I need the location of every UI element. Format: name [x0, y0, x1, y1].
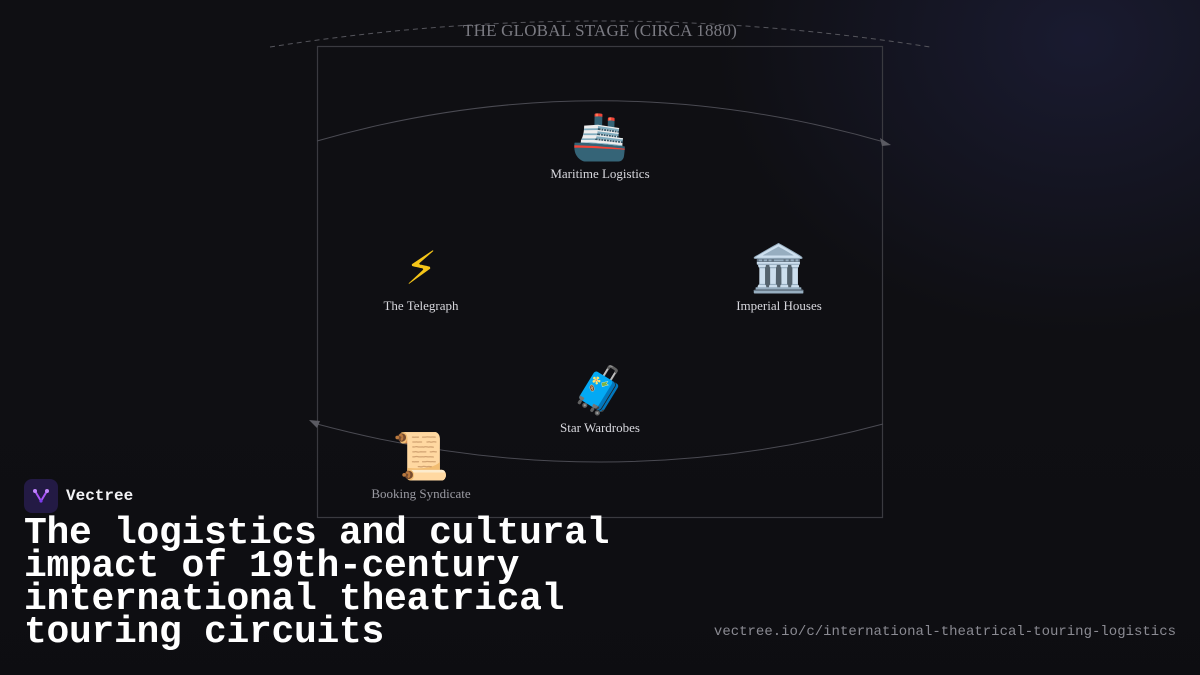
node-imperial-houses: 🏛️ Imperial Houses: [689, 240, 869, 314]
lightning-icon: ⚡: [404, 241, 438, 295]
cruise-ship-icon: 🚢: [571, 109, 629, 163]
classical-building-icon: 🏛️: [750, 241, 808, 295]
node-label: The Telegraph: [383, 298, 459, 313]
brand[interactable]: Vectree: [24, 479, 133, 513]
luggage-icon: 🧳: [571, 363, 629, 417]
node-label: Maritime Logistics: [550, 166, 650, 181]
page-title: The logistics and cultural impact of 19t…: [24, 512, 610, 654]
vectree-logo-icon: [24, 479, 58, 513]
brand-name: Vectree: [66, 487, 134, 505]
node-label: Booking Syndicate: [371, 486, 471, 501]
source-url[interactable]: vectree.io/c/international-theatrical-to…: [713, 624, 1176, 640]
node-booking-syndicate: 📜 Booking Syndicate: [331, 428, 511, 502]
lower-circuit-arc: [316, 423, 884, 463]
upper-circuit-arc: [316, 100, 885, 143]
node-label: Imperial Houses: [736, 298, 822, 313]
node-label: Star Wardrobes: [560, 420, 640, 435]
node-maritime-logistics: 🚢 Maritime Logistics: [510, 108, 690, 182]
node-star-wardrobes: 🧳 Star Wardrobes: [510, 362, 690, 436]
upper-arrowhead: [880, 138, 891, 146]
stage-frame: [316, 45, 884, 519]
lower-arrowhead: [309, 420, 320, 428]
node-the-telegraph: ⚡ The Telegraph: [331, 240, 511, 314]
stage-dashed-arc: [269, 20, 931, 48]
diagram-title: THE GLOBAL STAGE (CIRCA 1880): [463, 21, 737, 40]
scroll-icon: 📜: [392, 429, 450, 483]
